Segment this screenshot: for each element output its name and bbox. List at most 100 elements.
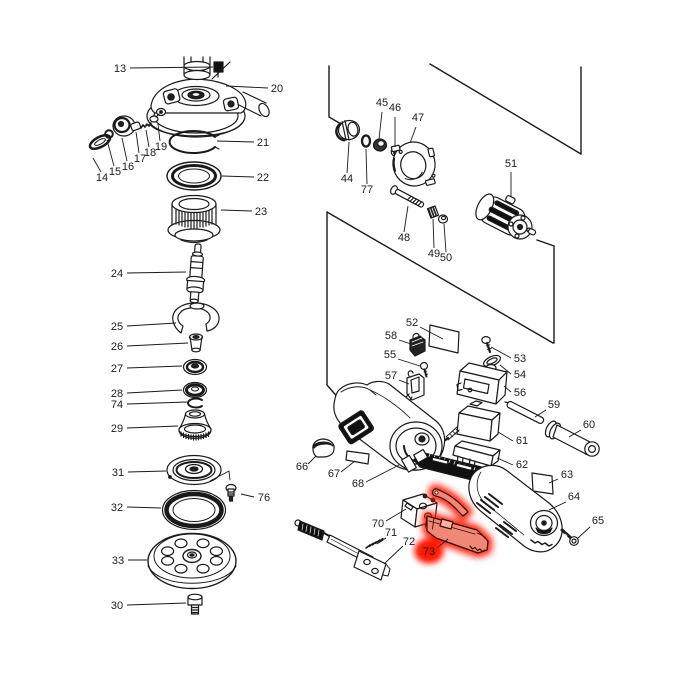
part-number: 57 [385,370,397,382]
part-label-22[interactable]: 22 [221,172,269,184]
part-label-26[interactable]: 26 [111,341,189,353]
leader-line [225,85,269,89]
part-number: 18 [144,147,156,159]
part-label-23[interactable]: 23 [220,206,267,218]
part-number: 19 [155,141,167,153]
part-label-31[interactable]: 31 [112,467,167,479]
part-label-44[interactable]: 44 [341,141,353,185]
part-label-68[interactable]: 68 [352,464,400,490]
part-number: 21 [257,137,269,149]
part-label-67[interactable]: 67 [328,460,356,480]
leader-line [126,365,183,369]
part-label-63[interactable]: 63 [548,469,573,484]
part-label-48[interactable]: 48 [398,205,410,244]
part-51-drawing [475,193,537,240]
part-label-71[interactable]: 71 [376,527,397,545]
part-label-14[interactable]: 14 [92,157,108,184]
leader-line [220,209,253,212]
leader-line [216,140,255,143]
leader-line [307,455,317,465]
part-label-70[interactable]: 70 [372,508,407,530]
part-label-25[interactable]: 25 [111,321,177,333]
part-label-20[interactable]: 20 [225,83,283,95]
part-label-52[interactable]: 52 [406,317,444,340]
leader-line [409,126,417,144]
part-label-50[interactable]: 50 [440,223,452,264]
part-label-72[interactable]: 72 [383,536,415,565]
leader-line [129,66,214,69]
part-number: 31 [112,467,124,479]
part-77-drawing [360,134,372,148]
part-number: 74 [111,399,123,411]
part-label-59[interactable]: 59 [534,399,560,418]
part-label-65[interactable]: 65 [577,515,604,539]
part-label-18[interactable]: 18 [144,129,156,159]
part-number: 59 [548,399,560,411]
leader-line [126,602,187,606]
part-19-drawing [149,107,167,123]
part-label-27[interactable]: 27 [111,363,183,375]
part-label-21[interactable]: 21 [216,137,269,149]
part-label-77[interactable]: 77 [361,148,373,196]
leader-line [398,379,410,385]
part-58-drawing [409,332,426,357]
part-label-58[interactable]: 58 [385,330,412,345]
leader-line [126,389,183,394]
part-label-53[interactable]: 53 [490,346,526,365]
leader-line [240,493,255,498]
part-label-17[interactable]: 17 [134,131,146,165]
leader-line [577,526,591,539]
part-label-45[interactable]: 45 [376,97,388,140]
leader-line [385,508,407,522]
part-30-drawing [187,593,203,615]
part-label-54[interactable]: 54 [499,364,526,381]
leader-line [490,346,512,359]
part-label-47[interactable]: 47 [409,112,424,144]
part-label-24[interactable]: 24 [111,268,187,280]
part-label-15[interactable]: 15 [106,139,121,178]
part-label-62[interactable]: 62 [496,457,528,471]
part-label-60[interactable]: 60 [568,419,595,438]
part-number: 53 [514,353,526,365]
part-16-drawing [112,115,136,137]
part-label-16[interactable]: 16 [121,137,134,173]
part-label-30[interactable]: 30 [111,600,187,612]
part-label-64[interactable]: 64 [548,491,580,511]
part-number: 76 [258,492,270,504]
part-label-28[interactable]: 28 [111,388,183,400]
part-label-51[interactable]: 51 [505,158,517,197]
part-label-33[interactable]: 33 [112,555,147,567]
part-label-13[interactable]: 13 [114,63,214,75]
part-60-drawing [544,420,600,457]
part-label-73[interactable]: 73 [417,538,449,561]
part-label-57[interactable]: 57 [385,370,410,385]
part-number: 44 [341,173,353,185]
part-number: 33 [112,555,124,567]
part-label-29[interactable]: 29 [111,423,179,435]
part-number: 54 [514,369,526,381]
part-label-74[interactable]: 74 [111,399,188,411]
part-label-66[interactable]: 66 [296,455,317,473]
part-label-19[interactable]: 19 [155,123,167,153]
part-label-32[interactable]: 32 [111,502,162,514]
leader-line [157,123,161,142]
part-number: 62 [516,459,528,471]
part-label-56[interactable]: 56 [503,385,526,399]
part-label-49[interactable]: 49 [428,218,440,260]
part-label-55[interactable]: 55 [384,349,421,367]
part-49-drawing [426,205,440,219]
leader-line [126,425,179,429]
part-73-drawing[interactable] [425,488,489,554]
part-76-drawing [209,470,237,502]
leader-line [135,131,140,154]
part-label-61[interactable]: 61 [497,431,528,447]
part-label-46[interactable]: 46 [389,102,401,147]
leader-line [419,326,444,340]
part-label-76[interactable]: 76 [240,492,270,504]
part-number: 32 [111,502,123,514]
leader-line [383,545,404,565]
leader-line [145,129,150,148]
part-15-drawing [104,129,114,139]
part-number: 60 [583,419,595,431]
